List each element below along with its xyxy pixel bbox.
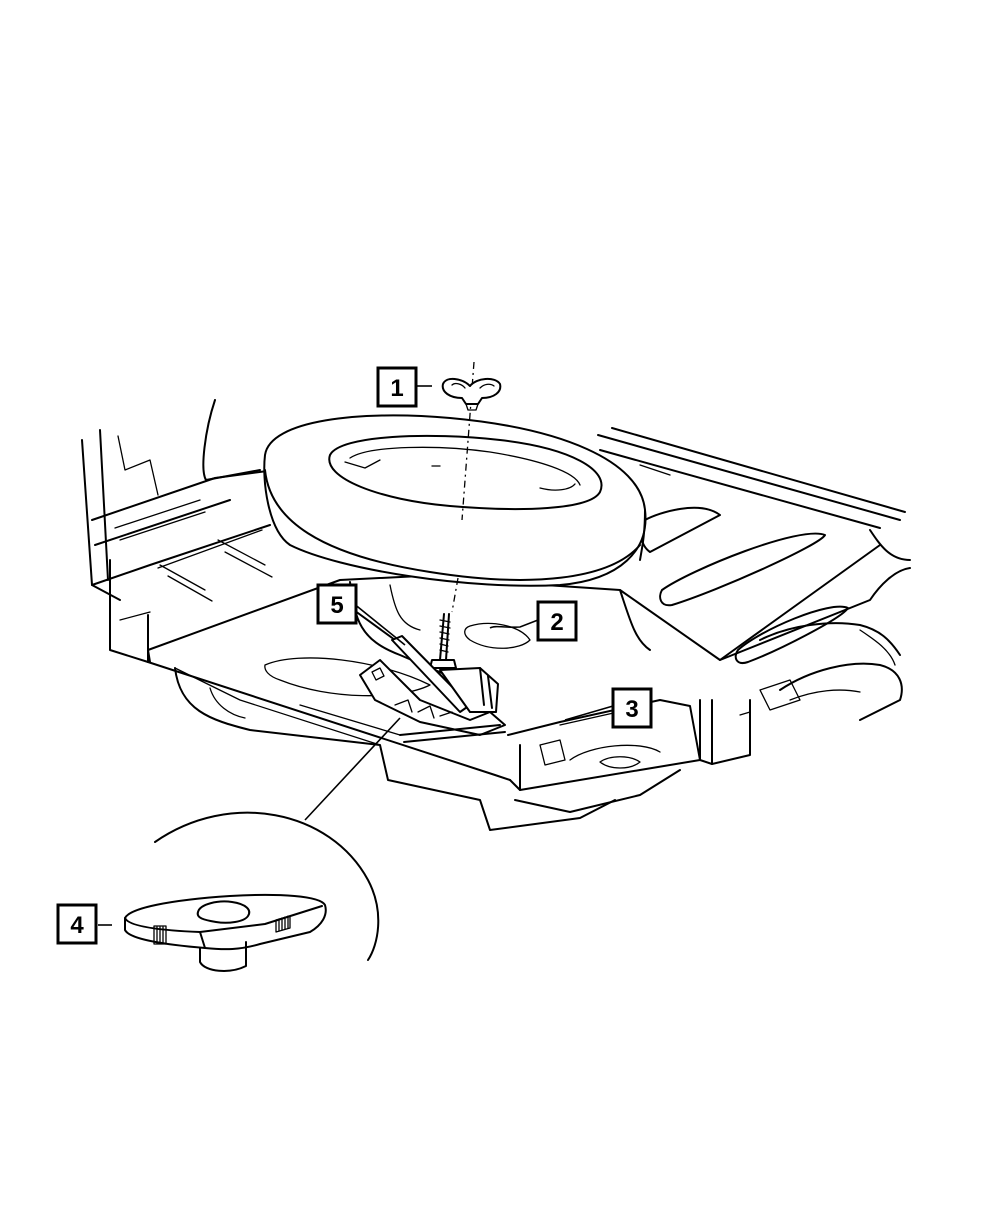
callout-3: 3: [611, 687, 653, 729]
spare-tire-drawing: [263, 414, 647, 587]
hold-down-bolt-drawing: [429, 613, 457, 669]
detail-magnifier: [154, 717, 401, 961]
jack-drawing: [359, 635, 619, 743]
callout-4: 4: [56, 903, 98, 945]
wing-nut-drawing: [441, 378, 502, 411]
hold-down-centerline: [461, 361, 475, 521]
callout-label: 1: [390, 375, 403, 402]
leader-2: [489, 619, 539, 629]
callout-1: 1: [376, 366, 418, 408]
callout-label: 2: [550, 609, 563, 636]
callout-2: 2: [536, 600, 578, 642]
jack-knob-drawing: [124, 893, 327, 972]
callout-label: 5: [330, 592, 343, 619]
callout-label: 4: [70, 912, 84, 939]
callout-5: 5: [316, 583, 358, 625]
leader-5: [352, 602, 406, 646]
trunk-floor-pan: [81, 399, 911, 831]
callout-label: 3: [625, 696, 638, 723]
leader-3: [564, 705, 614, 721]
